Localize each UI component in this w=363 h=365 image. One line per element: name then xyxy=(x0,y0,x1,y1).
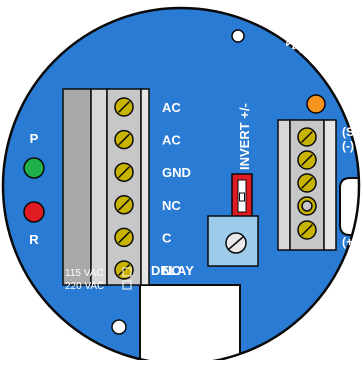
delay-potentiometer[interactable] xyxy=(207,215,259,267)
voltage-115-checkbox xyxy=(122,267,132,277)
led-p-label: P xyxy=(30,131,39,146)
mounting-hole-top xyxy=(231,29,245,43)
screw-icon xyxy=(297,220,317,240)
voltage-220-checkbox xyxy=(122,280,132,290)
left-screws xyxy=(114,97,134,280)
terminal-label-gnd: GND xyxy=(162,165,191,180)
terminal-label-nc: NC xyxy=(162,198,181,213)
screw-icon xyxy=(114,260,134,280)
screw-icon xyxy=(114,162,134,182)
delay-label: DELAY xyxy=(151,263,194,278)
screw-icon xyxy=(114,227,134,248)
voltage-115-label: 115 VAC xyxy=(65,268,104,279)
terminal-label-ac: AC xyxy=(162,133,181,148)
left-terminal-labels: AC AC GND NC C NO xyxy=(162,100,191,278)
screw-icon xyxy=(297,173,317,193)
bottom-cutout xyxy=(139,284,241,364)
led-red-icon xyxy=(23,201,45,223)
right-screws xyxy=(297,127,317,240)
terminal-minus-label: (-) xyxy=(342,139,354,153)
terminal-s-label: (S) xyxy=(342,125,358,139)
terminal-plus-label: (+) xyxy=(342,235,357,249)
invert-switch[interactable] xyxy=(231,173,253,219)
left-terminal-block xyxy=(62,88,150,286)
led-green-icon xyxy=(23,157,45,179)
screw-icon xyxy=(297,150,317,170)
screw-icon xyxy=(114,195,134,215)
screw-icon xyxy=(114,129,134,150)
led-orange-icon xyxy=(306,94,326,114)
terminal-label-ac: AC xyxy=(162,100,181,115)
led-r-label: R xyxy=(29,232,39,247)
screw-icon xyxy=(297,127,317,147)
voltage-220-label: 220 VAC xyxy=(65,281,104,292)
invert-label: INVERT +/- xyxy=(237,103,252,170)
ring-screw-icon xyxy=(297,196,317,216)
terminal-label-c: C xyxy=(162,230,172,245)
mounting-hole-bottom xyxy=(111,319,127,335)
terminal-label-no: NO xyxy=(162,263,182,278)
screw-icon xyxy=(114,97,134,117)
